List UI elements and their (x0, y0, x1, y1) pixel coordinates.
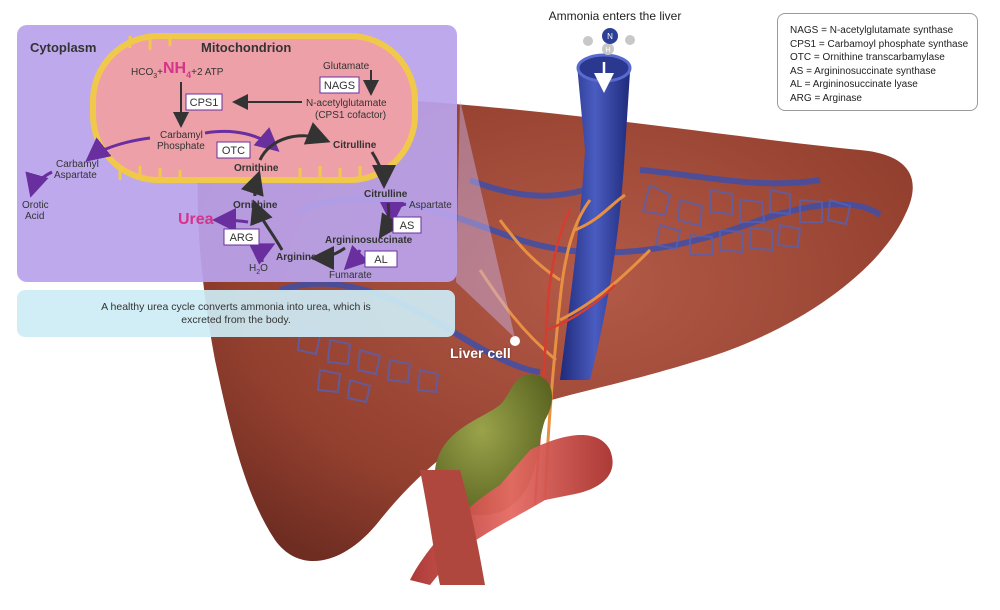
urea-arrow (212, 208, 249, 233)
arg-enzyme: ARG (230, 232, 254, 244)
arg-box (223, 228, 260, 246)
as-to-arginine-arrow (310, 245, 346, 270)
acid-label: Acid (25, 211, 44, 222)
water-label: H2O (249, 263, 268, 276)
glutamate-label: Glutamate (323, 61, 370, 72)
ornithine-cyto-label: Ornithine (233, 200, 278, 211)
liver-cell-marker (510, 336, 520, 346)
inferior-vena-cava (420, 470, 485, 585)
nags-enzyme: NAGS (324, 80, 355, 92)
urea-label: Urea (178, 211, 214, 228)
ammonia-molecule: N H (583, 28, 635, 55)
caption-box: A healthy urea cycle converts ammonia in… (17, 290, 455, 337)
carbamyl-label-2: Carbamyl (56, 159, 99, 170)
ornithine-to-citrulline-arrow (258, 122, 331, 161)
legend-item-arg: ARG = Arginase (790, 92, 862, 104)
liver-cell-label: Liver cell (450, 345, 511, 361)
lobule-mesh (296, 183, 852, 404)
fumarate-arrow (343, 244, 370, 271)
ammonia-atom-h: H (605, 47, 610, 54)
aspartate-left-label: Aspartate (54, 170, 97, 181)
al-enzyme: AL (374, 254, 387, 266)
orotic-arrow (25, 170, 53, 198)
legend-item-as: AS = Argininosuccinate synthase (790, 65, 936, 77)
nags-box (319, 76, 360, 94)
carbamyl-escape-arrow (85, 136, 151, 162)
otc-box (216, 141, 251, 159)
citrulline-mito-label: Citrulline (333, 140, 377, 151)
n-acetylglutamate-label: N-acetylglutamate (306, 98, 387, 109)
water-h: H (249, 263, 256, 274)
as-box (392, 216, 422, 234)
arginine-to-ornithine-arrow (250, 199, 284, 251)
enzyme-legend: NAGS = N-acetylglutamate synthase CPS1 =… (777, 13, 978, 111)
arginine-label: Arginine (276, 252, 317, 263)
phosphate-label: Phosphate (157, 141, 205, 152)
callout: Cytoplasm Mitochondrion HCO3+NH4+2 ATP G… (17, 25, 515, 338)
orotic-label: Orotic (22, 200, 49, 211)
al-box (364, 250, 398, 268)
water-arrow (248, 243, 276, 265)
legend-item-nags: NAGS = N-acetylglutamate synthase (790, 25, 954, 36)
citrulline-to-as-arrow (378, 202, 402, 239)
nh4-subscript: 4 (186, 70, 191, 80)
argininosuccinate-label: Argininosuccinate (325, 235, 413, 246)
ammonia-entry-label: Ammonia enters the liver (548, 9, 682, 23)
as-enzyme: AS (400, 220, 415, 232)
zoom-wedge (456, 100, 515, 338)
legend-item-cps1: CPS1 = Carbamoyl phosphate synthase (790, 38, 969, 50)
cytoplasm-label: Cytoplasm (30, 40, 96, 55)
legend-item-otc: OTC = Ornithine transcarbamylase (790, 52, 945, 63)
hco3-label: HCO (131, 67, 153, 78)
aspartate-label: Aspartate (409, 200, 452, 211)
cps1-box (185, 93, 223, 111)
fumarate-label: Fumarate (329, 270, 372, 281)
atp-label: +2 ATP (191, 67, 224, 78)
otc-enzyme: OTC (222, 145, 245, 157)
ornithine-import-arrow (240, 170, 264, 197)
cps1-cofactor-label: (CPS1 cofactor) (315, 110, 386, 121)
caption-text: A healthy urea cycle converts ammonia in… (101, 300, 371, 326)
reactants: HCO3+NH4+2 ATP (131, 60, 224, 80)
ammonia-atom-n: N (607, 32, 613, 41)
cps1-enzyme: CPS1 (190, 97, 219, 109)
hco3-subscript: 3 (153, 73, 157, 80)
citrulline-cyto-label: Citrulline (364, 189, 408, 200)
nh4-label: NH (163, 60, 186, 77)
carbamyl-label-1: Carbamyl (160, 130, 203, 141)
legend-item-al: AL = Argininosuccinate lyase (790, 79, 918, 90)
mitochondrion-label: Mitochondrion (201, 40, 291, 55)
water-subscript: 2 (256, 269, 260, 276)
plus-sign: + (157, 67, 163, 78)
citrulline-export-arrow (370, 151, 396, 189)
water-o: O (260, 263, 268, 274)
ornithine-mito-label: Ornithine (234, 163, 279, 174)
